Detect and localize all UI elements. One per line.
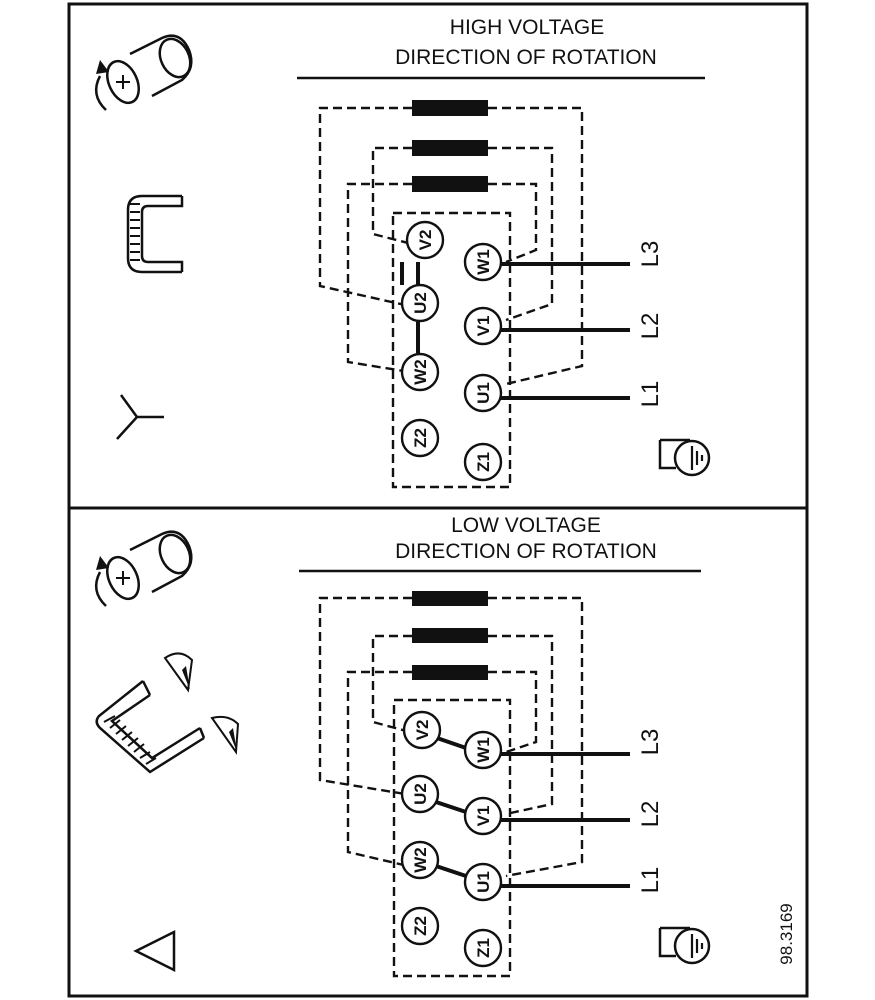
line-label-l3: L3	[637, 729, 664, 756]
svg-text:W2: W2	[411, 847, 430, 873]
low-voltage-panel: LOW VOLTAGE DIRECTION OF ROTATION	[94, 514, 796, 978]
panel-title-line2: DIRECTION OF ROTATION	[395, 46, 657, 69]
svg-text:Z1: Z1	[474, 452, 493, 472]
svg-text:U2: U2	[411, 783, 430, 805]
terminal-u2: U2	[400, 283, 440, 323]
reference-number: 98.3169	[777, 903, 796, 964]
line-label-l2: L2	[637, 313, 664, 340]
bridge-link-icon	[126, 194, 184, 274]
delta-symbol-icon	[133, 929, 176, 973]
terminal-v1: V1	[463, 796, 503, 836]
terminal-z2: Z2	[400, 906, 440, 946]
winding-coil	[412, 591, 488, 606]
terminal-box	[391, 211, 512, 489]
svg-text:V2: V2	[413, 720, 432, 741]
ground-terminal-icon	[658, 926, 711, 965]
svg-text:Z2: Z2	[411, 916, 430, 936]
svg-text:W2: W2	[411, 359, 430, 385]
winding-coil	[412, 100, 488, 116]
high-voltage-panel: HIGH VOLTAGE DIRECTION OF ROTATION	[94, 16, 711, 489]
terminal-z2: Z2	[400, 418, 440, 458]
terminal-w2: W2	[400, 840, 440, 880]
rotation-knob-icon	[94, 34, 193, 111]
winding-coil	[412, 176, 488, 192]
star-symbol-icon	[116, 394, 164, 440]
line-label-l3: L3	[637, 241, 664, 268]
terminal-z1: Z1	[463, 442, 503, 482]
svg-text:W1: W1	[474, 737, 493, 763]
terminal-v2: V2	[402, 710, 442, 750]
line-label-l1: L1	[637, 381, 664, 408]
terminal-w2: W2	[400, 352, 440, 392]
svg-text:V1: V1	[474, 316, 493, 337]
rotation-knob-icon	[94, 530, 193, 607]
line-label-l2: L2	[637, 801, 664, 828]
panel-title-line2: DIRECTION OF ROTATION	[395, 540, 657, 563]
terminal-w1: W1	[463, 730, 503, 770]
line-label-l1: L1	[637, 867, 664, 894]
terminal-w1: W1	[463, 242, 503, 282]
svg-text:W1: W1	[474, 249, 493, 275]
svg-text:U1: U1	[474, 382, 493, 404]
svg-text:V2: V2	[416, 230, 435, 251]
svg-text:Z2: Z2	[411, 428, 430, 448]
ground-terminal-icon	[658, 438, 711, 477]
terminal-u1: U1	[463, 373, 503, 413]
svg-text:V1: V1	[474, 806, 493, 827]
bridge-link-icon	[95, 652, 240, 774]
winding-coil	[412, 665, 488, 680]
terminal-box	[392, 698, 512, 978]
terminal-u1: U1	[463, 862, 503, 902]
terminal-u2: U2	[400, 774, 440, 814]
svg-text:Z1: Z1	[474, 938, 493, 958]
winding-coil	[412, 628, 488, 643]
panel-title-line1: HIGH VOLTAGE	[450, 16, 604, 39]
terminal-v1: V1	[463, 306, 503, 346]
panel-title-line1: LOW VOLTAGE	[451, 514, 601, 537]
terminal-v2: V2	[405, 220, 445, 260]
winding-coil	[412, 140, 488, 156]
outer-frame	[67, 2, 809, 998]
terminal-z1: Z1	[463, 928, 503, 968]
svg-text:U2: U2	[411, 292, 430, 314]
svg-text:U1: U1	[474, 871, 493, 893]
